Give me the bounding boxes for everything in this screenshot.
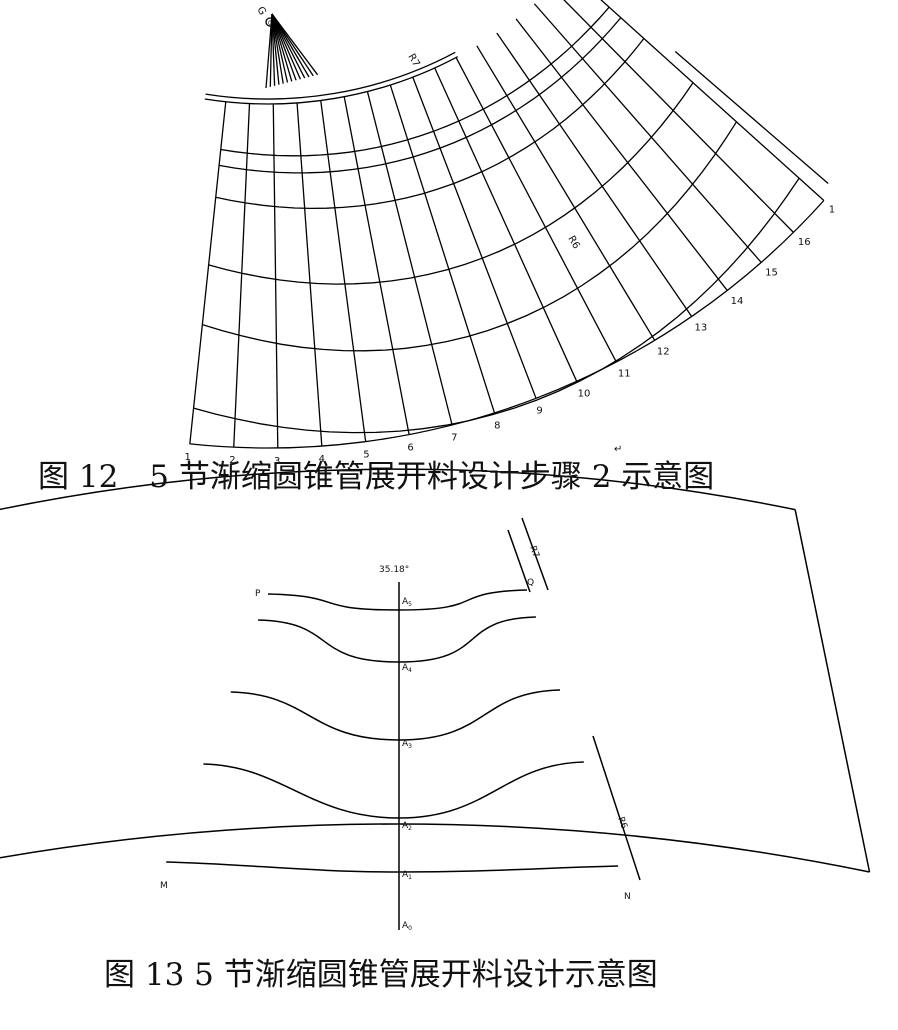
apex-ray xyxy=(271,13,289,83)
dimension-line-r6 xyxy=(592,735,641,881)
segment-curve xyxy=(203,761,584,819)
bottom-arc xyxy=(189,200,825,449)
division-number: 16 xyxy=(798,237,811,248)
figure-13-caption: 图 13 5 节渐缩圆锥管展开料设计示意图 xyxy=(104,960,658,991)
corner-label-n: N xyxy=(624,892,631,902)
apex-ray xyxy=(271,13,297,81)
generator-line xyxy=(533,3,762,263)
apex-circle xyxy=(265,17,275,27)
corner-label-p: P xyxy=(255,589,261,599)
apex-ray xyxy=(271,13,314,77)
apex-ray xyxy=(271,13,310,78)
generator-line xyxy=(233,103,251,448)
division-number: 1 xyxy=(829,205,835,216)
division-number: 14 xyxy=(731,296,744,307)
radius-label-r6: R6 xyxy=(615,816,629,831)
segment-curve xyxy=(193,177,800,434)
apex-ray xyxy=(271,13,284,84)
segment-curve xyxy=(215,38,645,210)
segment-curve xyxy=(267,589,528,611)
generator-line xyxy=(515,18,728,291)
segment-curve xyxy=(208,82,694,285)
division-number: 8 xyxy=(494,420,500,431)
top-arc xyxy=(0,468,796,511)
segment-curve xyxy=(230,689,561,741)
center-point-label: A4 xyxy=(402,663,412,674)
arc-label-r7: R7 xyxy=(405,52,421,69)
figure-13-caption-text: 图 13 5 节渐缩圆锥管展开料设计示意图 xyxy=(104,957,658,993)
division-number: 15 xyxy=(765,267,778,278)
division-number: 11 xyxy=(618,369,631,380)
center-point-label: A2 xyxy=(402,821,412,832)
apex-label: G xyxy=(254,5,267,17)
apex-circle-label: 0 xyxy=(268,20,272,27)
segment-curve xyxy=(202,121,738,352)
dimension-line-r7 xyxy=(507,529,531,593)
generator-line xyxy=(272,103,279,448)
apex-ray xyxy=(271,13,276,86)
center-point-label: A5 xyxy=(402,597,412,608)
bottom-arc xyxy=(0,823,870,873)
generator-line xyxy=(434,67,578,382)
center-point-label: A3 xyxy=(402,739,412,750)
apex-ray xyxy=(271,13,280,85)
division-number: 7 xyxy=(451,433,457,444)
apex-ray xyxy=(271,13,319,76)
apex-ray xyxy=(271,13,293,82)
division-number: 6 xyxy=(407,442,413,453)
generator-line xyxy=(412,76,537,399)
generator-line xyxy=(455,57,617,363)
apex-ray xyxy=(271,13,306,79)
division-number: 3 xyxy=(274,456,280,467)
return-mark: ↵ xyxy=(614,444,622,455)
top-arc-inner xyxy=(204,56,459,105)
division-number: 4 xyxy=(319,454,325,465)
dimension-line-r6 xyxy=(674,51,829,185)
arc-label-r6: R6 xyxy=(565,234,581,251)
generator-line xyxy=(320,100,367,442)
division-number: 13 xyxy=(694,322,707,333)
corner-label-m: M xyxy=(160,881,168,891)
segment-curve xyxy=(218,17,622,174)
generator-line xyxy=(366,91,453,426)
division-number: 1 xyxy=(185,452,191,463)
generator-line xyxy=(563,0,794,233)
generator-line xyxy=(600,0,825,201)
segment-curve xyxy=(220,6,610,157)
division-number: 10 xyxy=(578,388,591,399)
generator-line xyxy=(189,101,227,444)
figure-13-fan-development xyxy=(0,468,871,930)
segment-curve xyxy=(258,616,536,663)
corner-label-q: Q xyxy=(527,578,534,588)
center-point-label: A1 xyxy=(402,870,412,881)
segment-curve xyxy=(166,861,619,873)
generator-line xyxy=(296,102,323,447)
center-point-label: A0 xyxy=(402,921,412,932)
generator-line xyxy=(343,96,410,435)
generator-line xyxy=(496,32,693,317)
dimension-line-r7-outer xyxy=(521,517,549,591)
figure-12-caption: 图 12 5 节渐缩圆锥管展开料设计步骤 2 示意图 xyxy=(38,462,714,493)
division-number: 9 xyxy=(536,406,542,417)
division-number: 12 xyxy=(657,347,670,358)
generator-line xyxy=(476,45,656,341)
figure-12-caption-text: 图 12 5 节渐缩圆锥管展开料设计步骤 2 示意图 xyxy=(38,459,715,495)
division-number: 5 xyxy=(363,449,369,460)
top-arc-outer xyxy=(205,51,456,100)
side-edge xyxy=(794,509,871,873)
angle-label: 35.18° xyxy=(379,565,409,575)
figure-12-fan-development xyxy=(189,0,829,449)
division-number: 2 xyxy=(229,455,235,466)
apex-ray xyxy=(271,13,301,80)
radius-label-r7: R7 xyxy=(527,545,540,560)
